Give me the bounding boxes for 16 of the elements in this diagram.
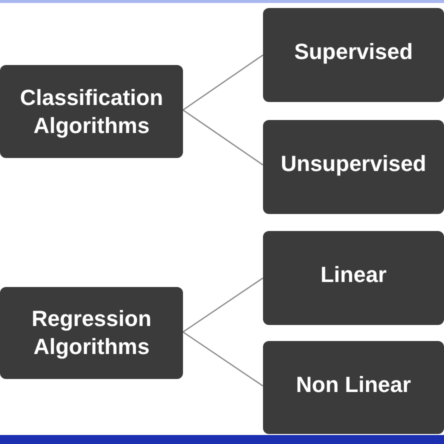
category-label: Classification Algorithms (18, 84, 164, 140)
category-label: Regression Algorithms (30, 305, 152, 361)
connector-line (182, 331, 264, 387)
category-box (263, 341, 444, 434)
category-label: Unsupervised (280, 150, 426, 178)
category-box (0, 287, 183, 379)
category-label: Non Linear (296, 371, 411, 399)
category-label: Supervised (294, 38, 413, 66)
category-box (263, 120, 444, 214)
category-box (263, 8, 444, 102)
connector-line (182, 109, 264, 166)
connector-line (182, 277, 264, 333)
category-box (263, 231, 444, 325)
connector-line (182, 54, 264, 111)
category-label: Linear (320, 261, 387, 289)
category-box (0, 65, 183, 158)
